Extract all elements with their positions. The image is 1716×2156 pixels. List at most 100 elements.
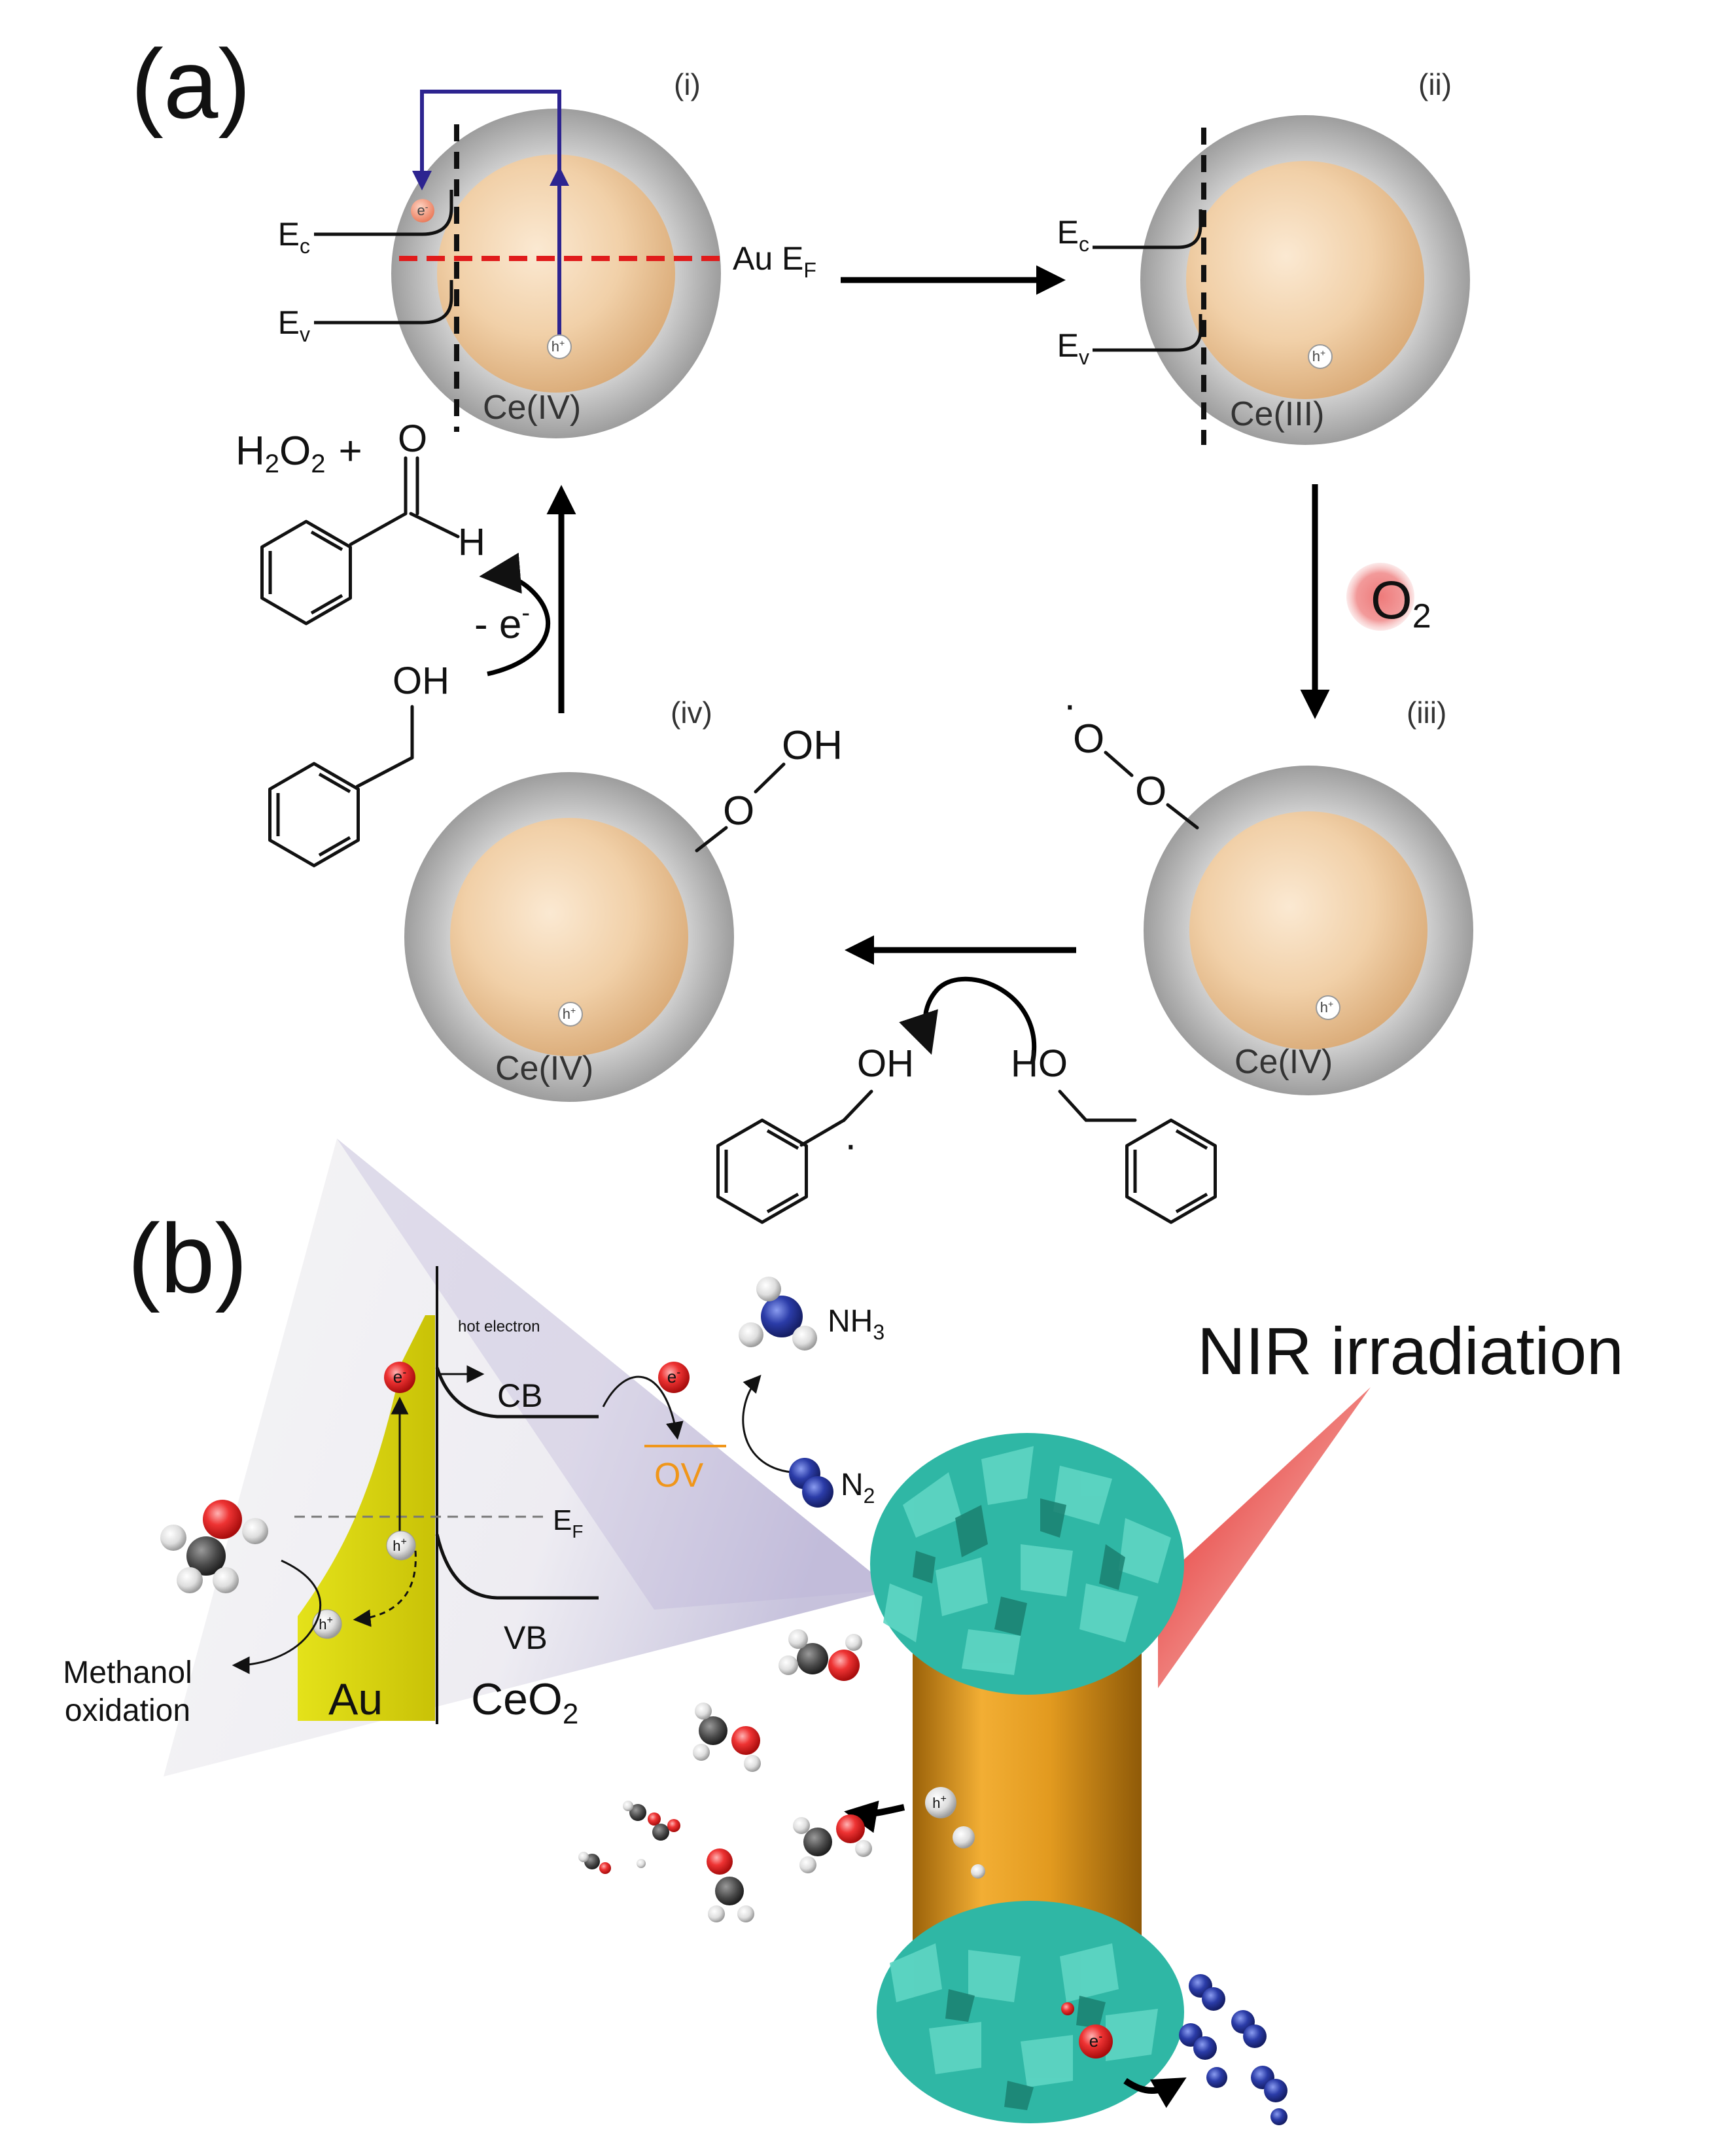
hole-marker-label: h+	[1320, 998, 1333, 1016]
benzyl-alcohol-structure-left: OH	[270, 660, 449, 866]
hole-marker-surface	[312, 1609, 342, 1639]
hole-marker	[1316, 995, 1340, 1020]
state-i-ce-label: Ce(IV)	[483, 389, 581, 427]
cb-label: CB	[497, 1377, 542, 1414]
alcohol-ho-label: HO	[1011, 1042, 1068, 1085]
n2-release-arrow	[1123, 2077, 1187, 2108]
o-surface-bond	[1166, 803, 1199, 830]
n2-reduction-arrow	[742, 1374, 792, 1474]
electron-marker	[411, 199, 434, 222]
methanol-cluster	[578, 1629, 872, 1922]
benzyl-radical-structure: OH ·	[718, 1042, 914, 1222]
minus-e-label: - e-	[474, 599, 530, 647]
hole-on-rod	[925, 1787, 956, 1818]
hydroperoxide-oh: OH	[782, 723, 843, 768]
electron-marker-label: e-	[417, 202, 429, 219]
ceo2-label: CeO2	[471, 1674, 578, 1730]
electron-on-shell	[1079, 2024, 1113, 2059]
hydroperoxide-o: O	[723, 788, 754, 834]
conduction-band	[435, 1367, 599, 1419]
electron-marker	[384, 1362, 415, 1393]
ef-label: EF	[553, 1504, 583, 1542]
valence-band-edge	[314, 280, 453, 325]
electron-marker-cb	[658, 1362, 690, 1393]
methanol-molecule	[160, 1500, 268, 1593]
methanol-line-2: oxidation	[65, 1693, 190, 1728]
hole-marker	[386, 1530, 416, 1561]
gold-core	[1186, 161, 1424, 399]
hole-marker-label: h+	[393, 1536, 407, 1554]
h2o2-label: H2O2+	[236, 429, 362, 478]
benzyl-alcohol-structure-bottom: HO	[1011, 1042, 1216, 1222]
aldehyde-h-label: H	[458, 521, 485, 563]
vb-label: VB	[504, 1619, 548, 1656]
gold-core	[1189, 811, 1427, 1050]
conduction-band-edge	[1093, 209, 1202, 249]
hole-on-rod-2	[953, 1826, 975, 1848]
superoxide-o2: O	[1135, 769, 1166, 814]
valence-band-edge	[1093, 314, 1202, 352]
valence-band	[435, 1534, 599, 1600]
state-i-particle: (i) Ce(IV) Ec Ev Au EF e- h+	[278, 67, 816, 438]
n2-cluster	[1179, 1974, 1287, 2125]
ec-label: Ec	[1057, 214, 1089, 256]
state-iii-label: (iii)	[1407, 696, 1446, 730]
hole-marker-label: h+	[552, 338, 565, 355]
cone-shading	[337, 1139, 893, 1610]
methanol-line-1: Methanol	[63, 1655, 192, 1690]
oxidation-curved-arrow	[479, 552, 550, 677]
electron-to-ov-arrow	[602, 1375, 684, 1440]
hole-on-rod-3	[971, 1864, 985, 1879]
nh3-label: NH3	[828, 1304, 884, 1344]
hole-transfer-arrow	[353, 1550, 417, 1627]
radical-dot: ·	[844, 1122, 858, 1167]
panel-b: (b) hot electron CB VB EF Au CeO2 e- h+ …	[63, 1139, 1624, 2125]
o-surface-bond	[695, 826, 728, 853]
state-iii-ce-label: Ce(IV)	[1234, 1043, 1333, 1081]
hot-electron-transfer-arrow	[412, 90, 561, 342]
electron-marker-cb-label: e-	[667, 1366, 680, 1387]
methanol-release-arrow	[844, 1800, 905, 1833]
ev-label: Ev	[278, 304, 310, 346]
o2-molecule-glow	[1346, 563, 1414, 631]
nir-beam	[1158, 1387, 1371, 1688]
hole-marker-label: h+	[1312, 347, 1325, 364]
h-abstraction-curved-arrow	[899, 976, 1036, 1064]
o-o-bond	[1104, 751, 1134, 777]
state-iv-particle: (iv) Ce(IV) h+ O OH	[404, 696, 843, 1102]
state-iv-label: (iv)	[671, 696, 712, 730]
panel-b-label: (b)	[128, 1203, 247, 1313]
n2-label: N2	[841, 1468, 875, 1508]
panel-a: (a) (i) Ce(IV) Ec Ev Au EF e- h+	[131, 29, 1473, 1222]
electron-on-shell-small	[1061, 2002, 1074, 2015]
ec-label: Ec	[278, 216, 310, 258]
superoxide-o1: O	[1073, 716, 1104, 762]
benzaldehyde-structure: O H	[262, 417, 485, 624]
ev-label: Ev	[1057, 327, 1089, 369]
ov-label: OV	[654, 1457, 703, 1494]
methanol-oxidation-arrow	[232, 1559, 322, 1674]
hole-marker-surface-label: h+	[319, 1615, 333, 1633]
hole-marker-label: h+	[563, 1005, 576, 1022]
au-nanorod: h+ e-	[870, 1433, 1184, 2123]
aldehyde-o-label: O	[398, 417, 427, 460]
state-ii-ce-label: Ce(III)	[1230, 395, 1324, 433]
state-iv-ce-label: Ce(IV)	[495, 1050, 593, 1087]
ammonia-molecule	[739, 1277, 817, 1351]
state-i-label: (i)	[674, 67, 701, 101]
radical-oh-label: OH	[857, 1042, 914, 1085]
gold-core	[450, 818, 688, 1056]
state-ii-particle: (ii) Ce(III) Ec Ev h+	[1057, 67, 1470, 445]
alcohol-oh-label: OH	[393, 660, 449, 702]
n2-molecule	[789, 1458, 833, 1508]
gold-core	[437, 154, 675, 393]
hot-electron-label: hot electron	[458, 1318, 540, 1335]
hole-marker	[1308, 344, 1333, 369]
state-ii-label: (ii)	[1418, 67, 1452, 101]
electron-on-shell-label: e-	[1089, 2030, 1102, 2051]
hole-on-rod-label: h+	[932, 1794, 947, 1811]
panel-a-label: (a)	[131, 29, 251, 139]
state-iii-particle: (iii) Ce(IV) h+ · O O	[1063, 682, 1473, 1095]
o-o-bond	[754, 762, 786, 794]
